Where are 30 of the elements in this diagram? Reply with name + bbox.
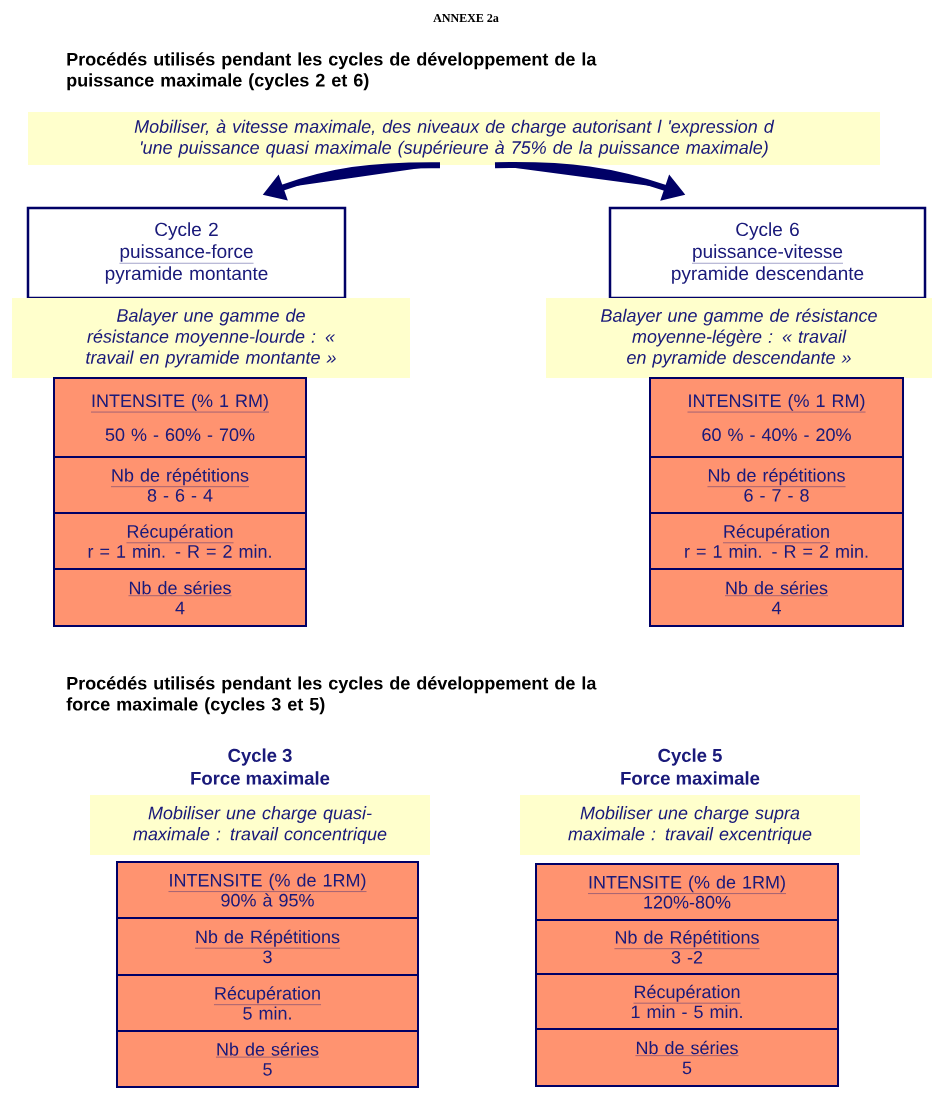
cycle-title: Cycle 3: [228, 748, 292, 766]
table-cell: Récupération r = 1 min. - R = 2 min.: [649, 512, 904, 570]
table-cell: Récupération 1 min - 5 min.: [535, 973, 839, 1030]
table-cell: Récupération 5 min.: [116, 974, 419, 1032]
table-cell: Nb de Répétitions 3: [116, 917, 419, 976]
section-heading: Procédés utilisés pendant les cycles de développement de la force maximale (cycles 3 et 5): [66, 676, 597, 715]
section-heading: Procédés utilisés pendant les cycles de développement de la puissance maximale (cycles 2 et 6): [67, 52, 597, 91]
table-cell: Nb de Répétitions 3 -2: [535, 919, 839, 975]
table-cell: Nb de séries 5: [116, 1030, 419, 1088]
cycle-title: Force maximale: [191, 771, 330, 785]
cycle-title: Force maximale: [621, 771, 760, 785]
goal-banner: Mobiliser, à vitesse maximale, des niveaux de charge autorisant l 'expression d 'une puissance quasi maximale (supérieure à 75% de la puissance maximale): [28, 112, 880, 165]
cycle-box: Cycle 6 puissance-vitesse pyramide descendante: [608, 206, 927, 300]
annex-title: ANNEXE 2a: [433, 13, 499, 22]
note-box: Mobiliser une charge quasi-maximale : travail concentrique: [90, 795, 430, 855]
table-cell: Nb de répétitions 8 - 6 - 4: [53, 456, 307, 514]
table-cell: Récupération r = 1 min. - R = 2 min.: [53, 512, 307, 570]
table-cell: INTENSITE (% de 1RM) 90% à 95%: [116, 861, 419, 919]
table-cell: Nb de répétitions 6 - 7 - 8: [649, 456, 904, 514]
note-box: Mobiliser une charge supra maximale : travail excentrique: [520, 795, 860, 855]
note-box: Balayer une gamme de résistance moyenne-légère : « travail en pyramide descendante »: [546, 298, 932, 378]
cycle-box: Cycle 2 puissance-force pyramide montante: [26, 206, 347, 300]
table-cell: Nb de séries 4: [649, 568, 904, 627]
table-cell: Nb de séries 5: [535, 1028, 839, 1087]
table-cell: INTENSITE (% 1 RM) 60 % - 40% - 20%: [649, 377, 904, 458]
note-box: Balayer une gamme de résistance moyenne-lourde : « travail en pyramide montante »: [12, 298, 410, 378]
cycle-title: Cycle 5: [658, 748, 722, 766]
table-cell: INTENSITE (% de 1RM) 120%-80%: [535, 863, 839, 921]
table-cell: INTENSITE (% 1 RM) 50 % - 60% - 70%: [53, 377, 307, 458]
table-cell: Nb de séries 4: [53, 568, 307, 627]
